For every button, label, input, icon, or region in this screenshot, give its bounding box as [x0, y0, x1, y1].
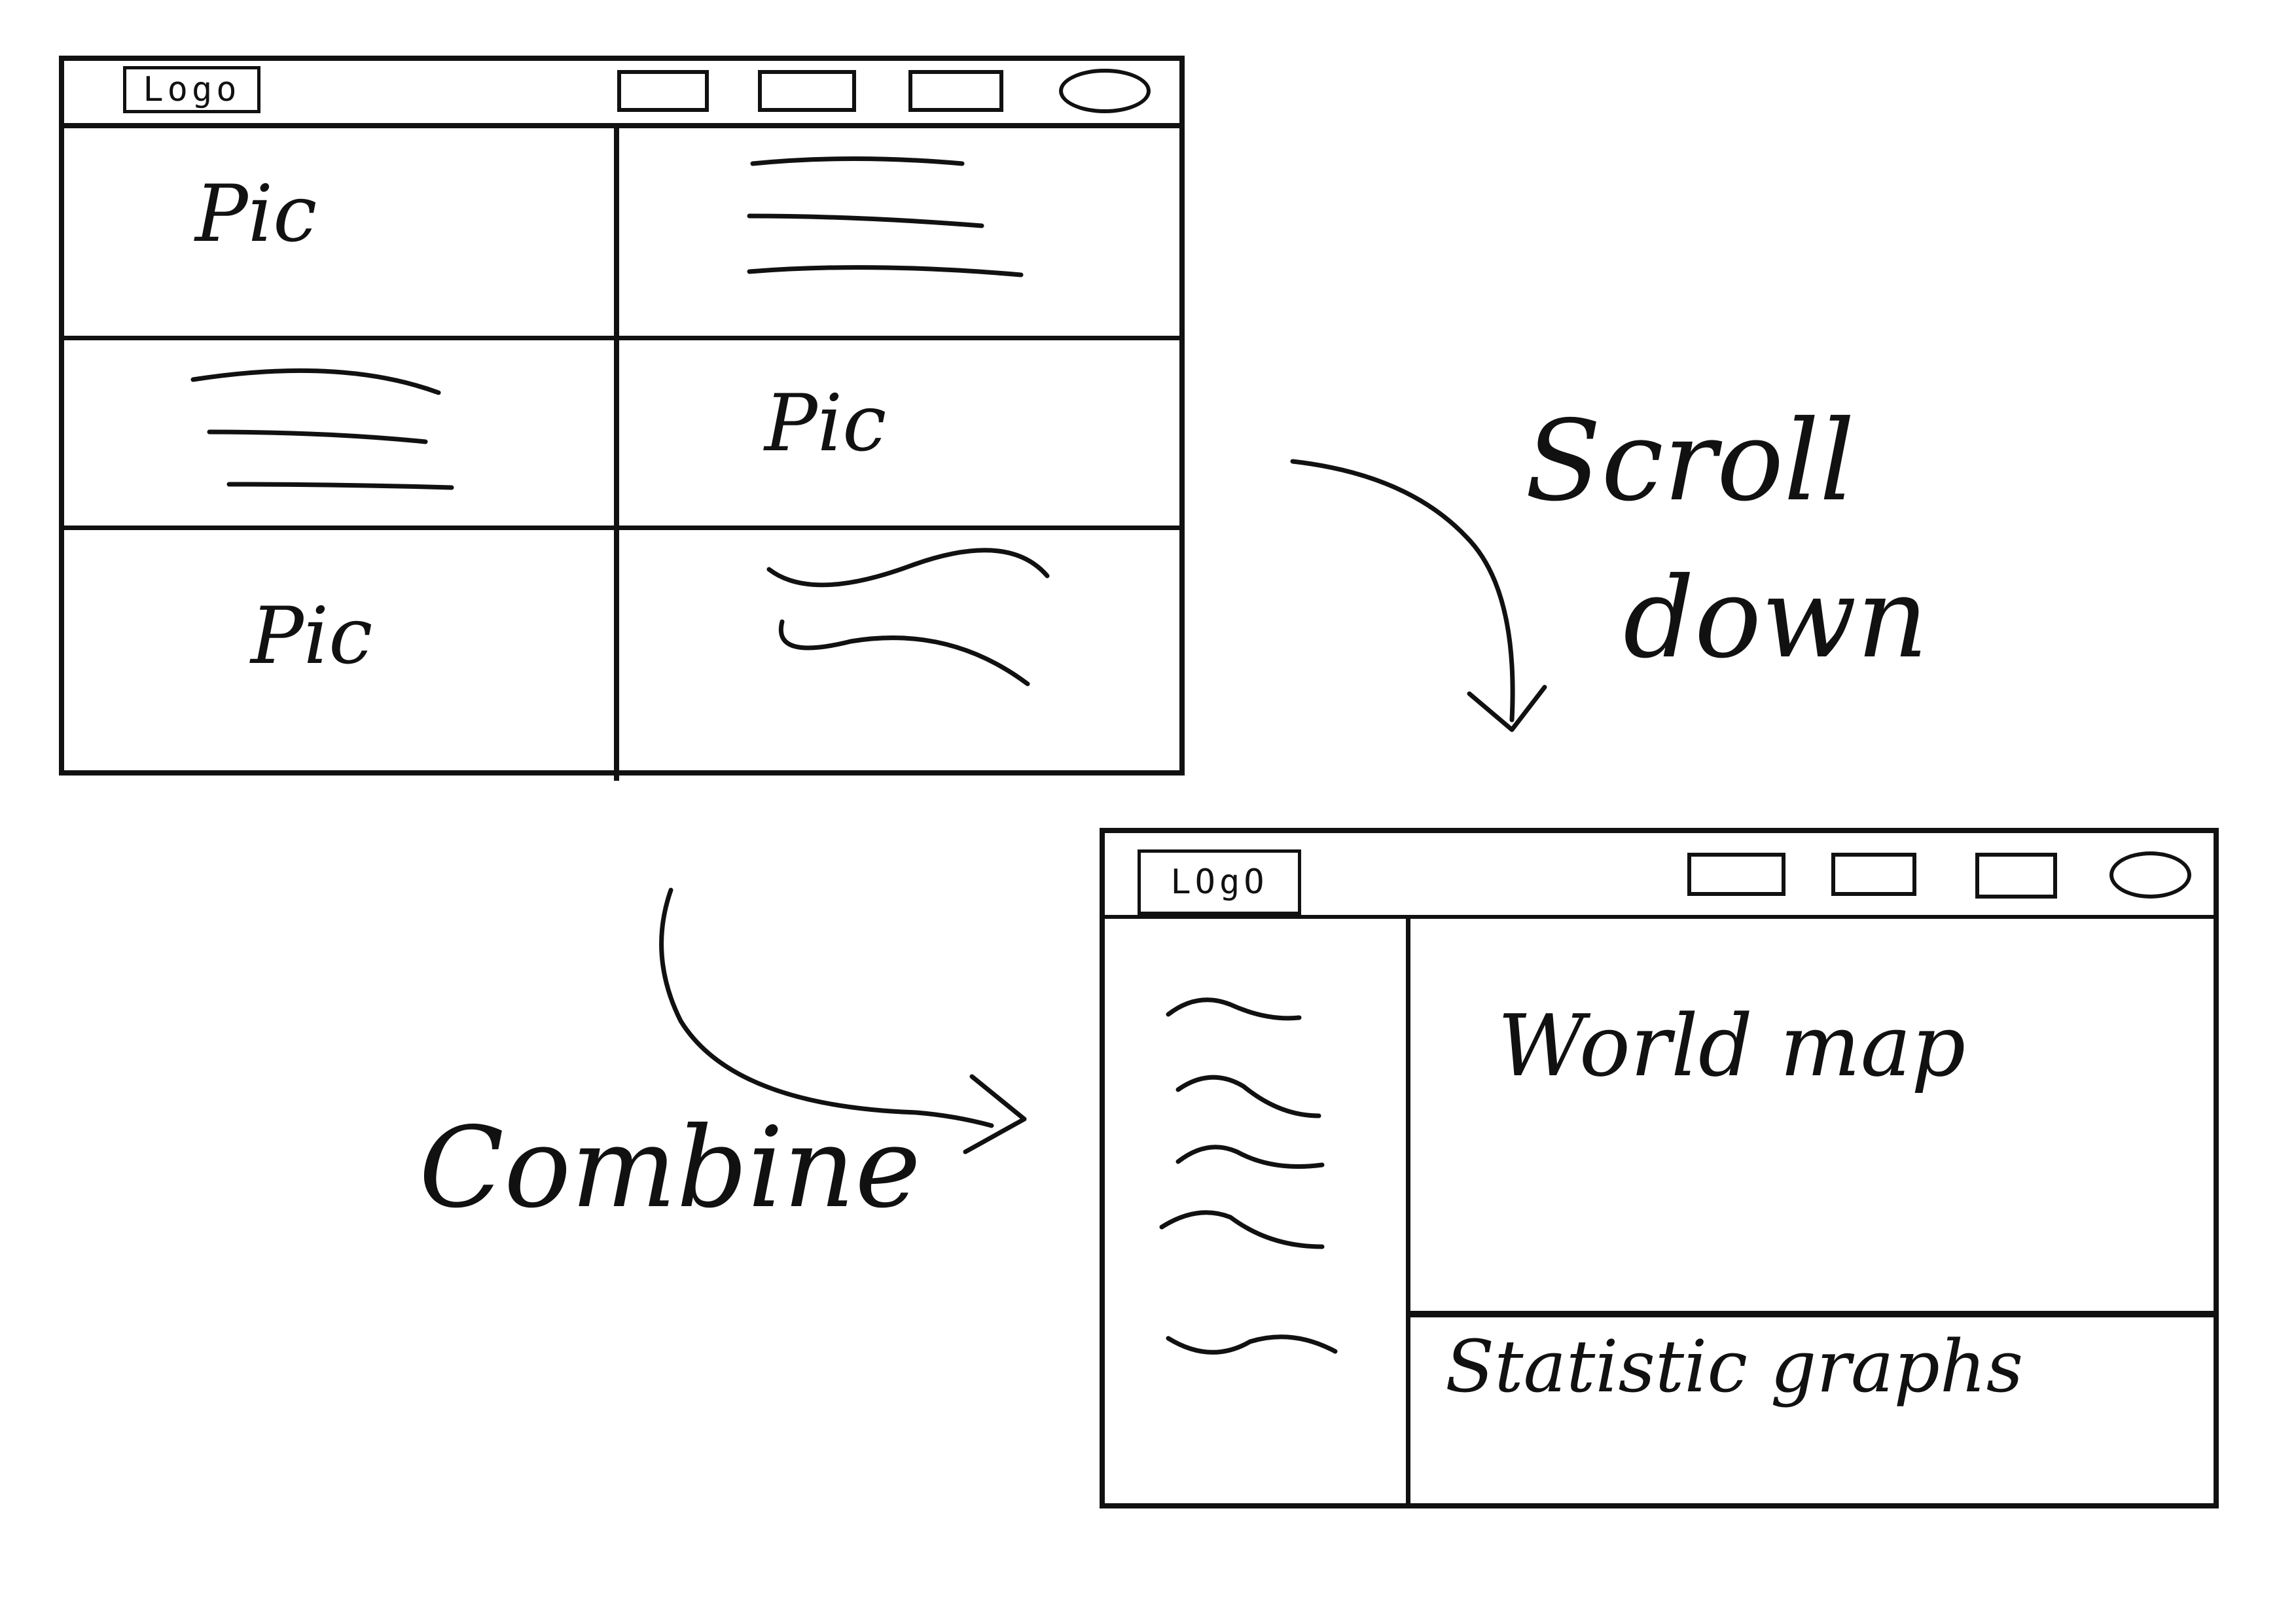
combine-arrow: [659, 887, 994, 1128]
text-placeholder-line: [190, 368, 441, 395]
row-divider: [64, 526, 1179, 530]
sidebar-item-line: [1159, 1210, 1325, 1249]
scroll-down-arrowhead: [1467, 685, 1547, 732]
combine-annotation: Combine: [419, 1103, 921, 1233]
logo-text: LOgO: [1170, 863, 1268, 902]
wireframe-1: Logo Pic Pic Pic: [59, 56, 1185, 781]
grid-pic-label: Pic: [251, 591, 373, 682]
header-divider: [64, 123, 1179, 128]
sidebar-item-line: [1175, 1145, 1325, 1169]
statistic-graphs-label: Statistic graphs: [1445, 1325, 2024, 1408]
sidebar-divider: [1406, 915, 1410, 1508]
column-divider: [614, 123, 619, 781]
nav-button-round[interactable]: [1059, 69, 1151, 113]
text-placeholder-line: [766, 548, 1050, 588]
scroll-down-arrow: [1290, 459, 1515, 722]
nav-button[interactable]: [617, 70, 709, 112]
grid-pic-label: Pic: [195, 169, 317, 260]
text-placeholder-line: [226, 482, 454, 490]
logo[interactable]: Logo: [123, 66, 260, 113]
header-divider: [1105, 915, 2214, 919]
text-placeholder-line: [207, 429, 428, 444]
text-placeholder-line: [750, 156, 965, 166]
text-placeholder-line: [778, 619, 1030, 687]
sidebar-item-line: [1166, 997, 1302, 1021]
nav-button[interactable]: [1687, 853, 1785, 896]
sidebar-item-line: [1166, 1334, 1338, 1355]
nav-button[interactable]: [1831, 853, 1916, 896]
grid-pic-label: Pic: [764, 378, 887, 469]
combine-arrowhead: [963, 1074, 1027, 1154]
nav-button[interactable]: [908, 70, 1003, 112]
nav-button-round[interactable]: [2109, 851, 2191, 899]
logo[interactable]: LOgO: [1138, 849, 1301, 915]
wireframe-2: LOgO World map Statistic graphs: [1100, 828, 2219, 1508]
text-placeholder-line: [747, 265, 1024, 277]
sidebar-item-line: [1175, 1075, 1321, 1118]
nav-button[interactable]: [1975, 853, 2057, 899]
nav-button[interactable]: [758, 70, 856, 112]
row-divider: [64, 336, 1179, 340]
text-placeholder-line: [747, 213, 984, 228]
scroll-annotation: Scroll: [1525, 397, 1856, 526]
graphs-divider: [1406, 1311, 2219, 1317]
logo-text: Logo: [143, 70, 241, 109]
world-map-label: World map: [1498, 996, 1966, 1096]
down-annotation: down: [1623, 554, 1929, 683]
